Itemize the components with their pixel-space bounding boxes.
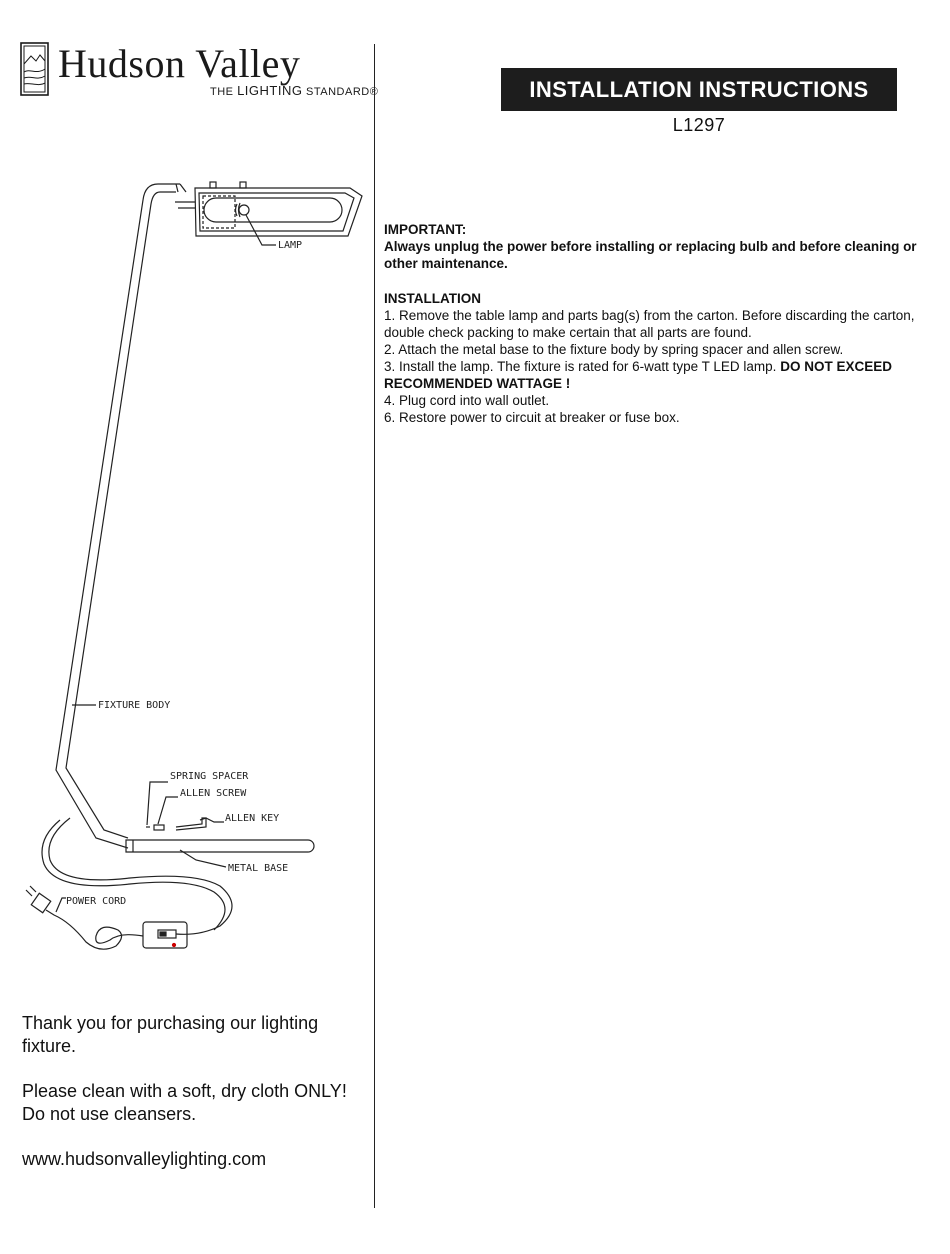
label-lamp: LAMP (278, 240, 302, 251)
column-divider (374, 44, 375, 1208)
installation-step-4: 4. Plug cord into wall outlet. (384, 393, 550, 408)
brand-tagline: THE LIGHTING STANDARD® (210, 83, 378, 98)
installation-step-2: 2. Attach the metal base to the fixture … (384, 342, 844, 357)
care-text-line-2: Do not use cleansers. (22, 1104, 197, 1124)
label-spring-spacer: SPRING SPACER (170, 771, 249, 782)
brand-name: Hudson Valley (58, 41, 301, 86)
label-metal-base: METAL BASE (228, 863, 288, 874)
label-power-cord: POWER CORD (66, 896, 126, 907)
tagline-prefix: THE (210, 86, 234, 98)
mountain-logo-icon (20, 42, 49, 96)
important-text: Always unplug the power before installin… (384, 239, 917, 271)
label-allen-key: ALLEN KEY (225, 813, 279, 824)
installation-heading: INSTALLATION (384, 291, 481, 306)
page-title: INSTALLATION INSTRUCTIONS (501, 68, 897, 111)
fixture-body (55, 183, 187, 849)
tagline-main: LIGHTING (237, 83, 303, 98)
important-heading: IMPORTANT: (384, 222, 467, 237)
tagline-suffix: STANDARD® (306, 86, 379, 98)
label-allen-screw: ALLEN SCREW (180, 788, 247, 799)
lamp-head (175, 181, 363, 246)
step-3-text: 3. Install the lamp. The fixture is rate… (384, 359, 777, 374)
website-link[interactable]: www.hudsonvalleylighting.com (22, 1149, 267, 1169)
wattage-warning: DO NOT EXCEED RECOMMENDED WATTAGE ! (384, 359, 892, 391)
model-number: L1297 (672, 115, 726, 135)
brand-logo: Hudson Valley THE LIGHTING STANDARD® (20, 41, 378, 102)
label-fixture-body: FIXTURE BODY (98, 700, 170, 711)
installation-step-1: 1. Remove the table lamp and parts bag(s… (384, 308, 915, 340)
installation-step-3: 3. Install the lamp. The fixture is rate… (384, 358, 936, 392)
lamp-diagram: LAMP FIXTURE BODY SPRING SPACER ALLEN SC… (25, 181, 363, 950)
footer-notes: Thank you for purchasing our lighting fi… (22, 1012, 367, 1171)
care-text-line-1: Please clean with a soft, dry cloth ONLY… (22, 1081, 347, 1101)
hardware-parts (146, 781, 224, 831)
instructions-section: IMPORTANT: Always unplug the power befor… (384, 221, 936, 426)
power-cord (25, 817, 233, 950)
installation-step-6: 6. Restore power to circuit at breaker o… (384, 410, 680, 425)
thank-you-text: Thank you for purchasing our lighting fi… (22, 1013, 319, 1056)
metal-base (125, 839, 315, 868)
